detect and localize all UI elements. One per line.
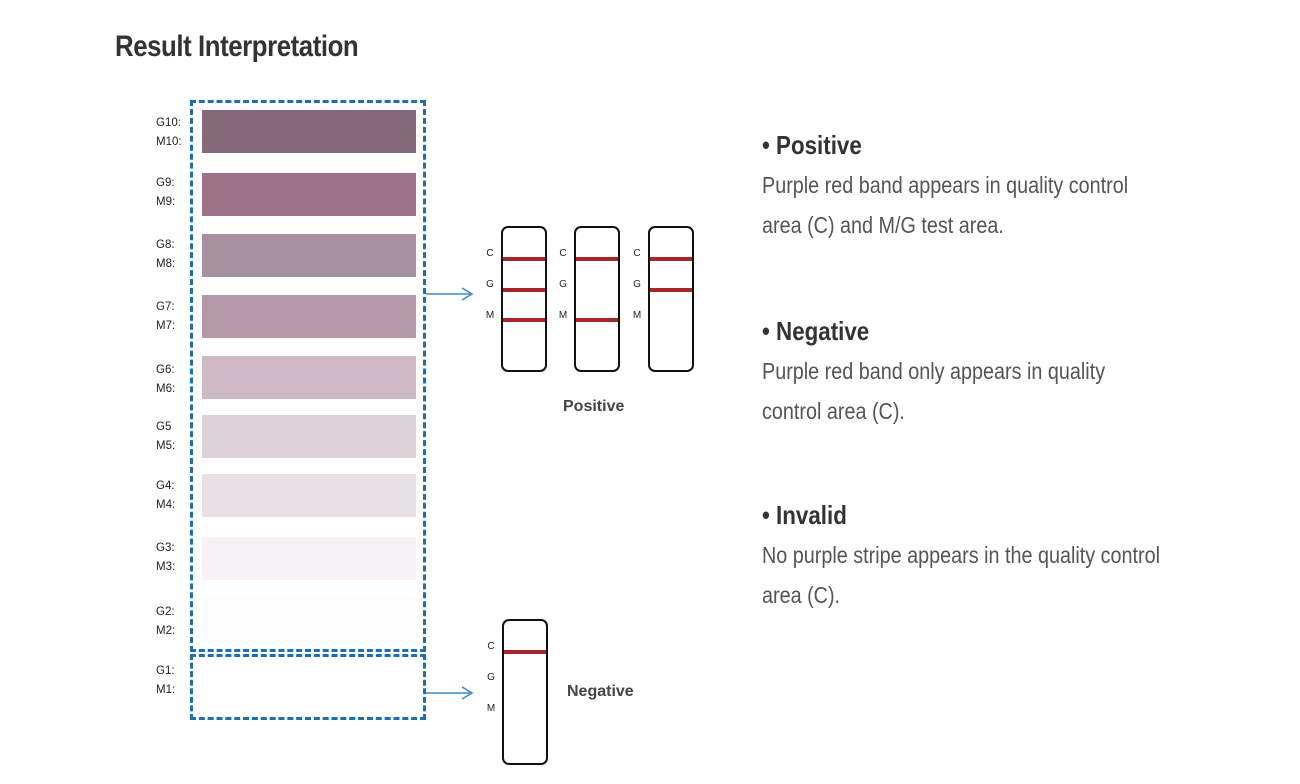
color-swatch-level-10 — [202, 110, 416, 153]
negative-level-frame — [190, 654, 426, 720]
strip-letter-g: G — [559, 279, 567, 290]
strip-letter-c: C — [486, 248, 494, 259]
level-g-label: G7: — [156, 301, 175, 313]
invalid-heading: • Invalid — [762, 500, 847, 530]
strip-letter-m: M — [485, 310, 495, 321]
level-m-label: M2: — [156, 625, 176, 637]
level-m-label: M1: — [156, 684, 176, 696]
level-m-label: M8: — [156, 258, 176, 270]
level-label-9: G9: M9: — [150, 174, 194, 212]
level-g-label: G6: — [156, 364, 175, 376]
band-g — [650, 288, 692, 292]
level-g-label: G9: — [156, 177, 175, 189]
strip-letter-c: C — [633, 248, 641, 259]
band-c — [650, 257, 692, 261]
invalid-description: No purple stripe appears in the quality … — [762, 542, 1161, 608]
level-m-label: M10: — [156, 136, 182, 148]
positive-2-test-strip — [574, 226, 620, 372]
color-swatch-level-7 — [202, 295, 416, 338]
level-m-label: M9: — [156, 196, 176, 208]
positive-heading: • Positive — [762, 130, 862, 160]
strip-letter-g: G — [487, 672, 495, 683]
level-m-label: M7: — [156, 320, 176, 332]
level-g-label: G2: — [156, 606, 175, 618]
level-label-1: G1: M1: — [150, 662, 194, 700]
band-m — [503, 318, 545, 322]
level-label-4: G4: M4: — [150, 477, 194, 515]
level-label-2: G2: M2: — [150, 603, 194, 641]
positive-description: Purple red band appears in quality contr… — [762, 172, 1129, 238]
strip-letter-m: M — [632, 310, 642, 321]
color-swatch-level-2 — [202, 597, 416, 640]
level-g-label: G8: — [156, 239, 175, 251]
level-g-label: G5 — [156, 421, 172, 433]
band-g — [503, 288, 545, 292]
color-swatch-level-9 — [202, 173, 416, 216]
strip-letter-c: C — [559, 248, 567, 259]
level-g-label: G3: — [156, 542, 175, 554]
positive-section: • Positive Purple red band appears in qu… — [762, 130, 1182, 245]
page-title: Result Interpretation — [115, 30, 359, 63]
level-m-label: M4: — [156, 499, 176, 511]
color-swatch-level-8 — [202, 234, 416, 277]
level-label-10: G10: M10: — [150, 114, 194, 152]
strip-letter-g: G — [633, 279, 641, 290]
arrow-to-negative-icon — [426, 686, 474, 700]
negative-heading: • Negative — [762, 316, 870, 346]
color-swatch-level-3 — [202, 537, 416, 580]
arrow-to-positive-icon — [426, 287, 474, 301]
positive-caption: Positive — [563, 398, 625, 415]
band-c — [503, 257, 545, 261]
color-swatch-level-6 — [202, 356, 416, 399]
band-m — [576, 318, 618, 322]
level-m-label: M5: — [156, 440, 176, 452]
level-g-label: G4: — [156, 480, 175, 492]
positive-levels-frame — [190, 100, 426, 652]
level-m-label: M3: — [156, 561, 176, 573]
strip-letter-g: G — [486, 279, 494, 290]
level-label-7: G7: M7: — [150, 298, 194, 336]
level-g-label: G1: — [156, 665, 175, 677]
color-swatch-level-5 — [202, 415, 416, 458]
level-g-label: G10: — [156, 117, 181, 129]
level-label-6: G6: M6: — [150, 361, 194, 399]
level-label-8: G8: M8: — [150, 236, 194, 274]
negative-description: Purple red band only appears in quality … — [762, 358, 1106, 424]
negative-test-strip — [502, 619, 548, 765]
level-m-label: M6: — [156, 383, 176, 395]
positive-3-test-strip — [648, 226, 694, 372]
strip-letter-m: M — [486, 703, 496, 714]
band-c — [504, 650, 546, 654]
level-label-3: G3: M3: — [150, 539, 194, 577]
band-c — [576, 257, 618, 261]
negative-caption: Negative — [567, 683, 634, 700]
negative-section: • Negative Purple red band only appears … — [762, 316, 1182, 431]
positive-1-test-strip — [501, 226, 547, 372]
strip-letter-c: C — [487, 641, 495, 652]
strip-letter-m: M — [558, 310, 568, 321]
invalid-section: • Invalid No purple stripe appears in th… — [762, 500, 1182, 615]
color-swatch-level-4 — [202, 474, 416, 517]
